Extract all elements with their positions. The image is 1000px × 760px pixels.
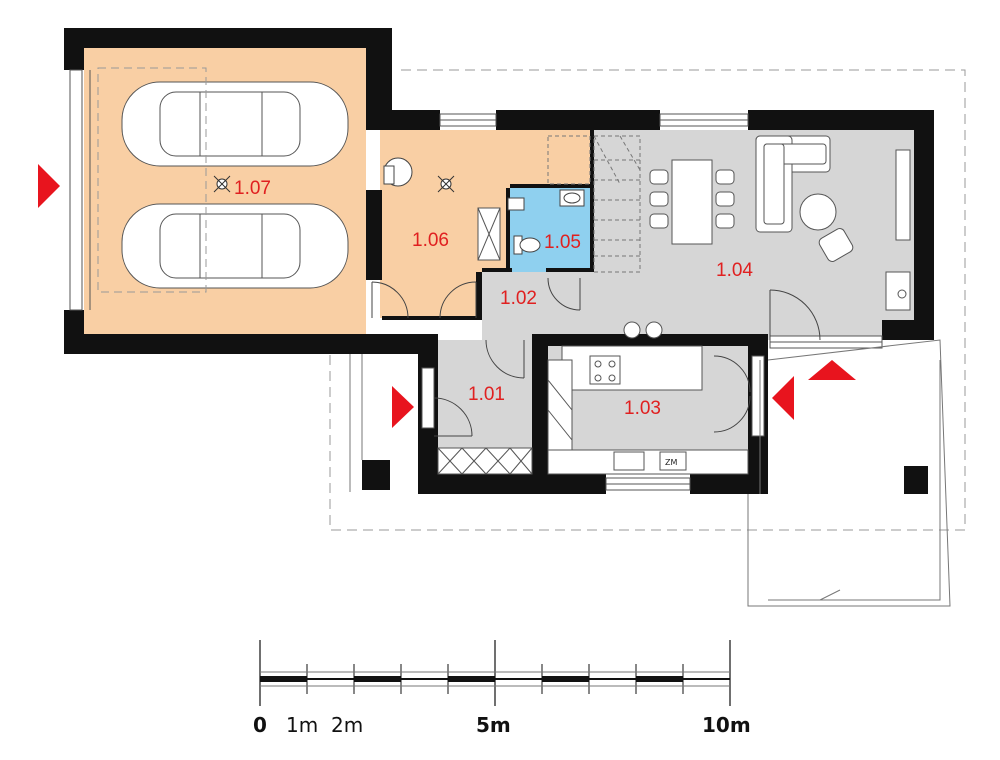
pendant-lights: [623, 321, 663, 339]
hall-floor: [482, 272, 592, 340]
room-label-1-02: 1.02: [500, 288, 537, 309]
room-label-1-04: 1.04: [716, 260, 753, 281]
car-icon: [121, 81, 349, 167]
entrance-arrow-icon: [38, 164, 60, 208]
room-label-1-07: 1.07: [234, 178, 271, 199]
sink-icon: [559, 189, 585, 207]
scale-bar: [259, 640, 731, 706]
scale-label-2m: 2m: [331, 713, 363, 737]
coffee-table: [799, 193, 837, 231]
sofa: [755, 135, 831, 233]
staircase: [547, 135, 641, 273]
wardrobe: [437, 447, 533, 475]
doors: [371, 277, 821, 437]
toilet-icon: [513, 235, 541, 255]
dining-table: [649, 159, 735, 245]
storage-shelf: [477, 207, 501, 261]
entrance-arrow-icon: [392, 386, 414, 428]
room-label-1-01: 1.01: [468, 384, 505, 405]
ceiling-light-icon: [213, 175, 231, 193]
ceiling-light-icon: [437, 175, 455, 193]
car-icon: [121, 203, 349, 289]
scale-label-5m: 5m: [476, 713, 511, 737]
terrace-outline: [349, 339, 951, 607]
vestibule-floor: [438, 340, 532, 450]
room-label-1-06: 1.06: [412, 230, 449, 251]
scale-label-10m: 10m: [702, 713, 751, 737]
kitchen-island: [561, 345, 703, 391]
fireplace: [885, 271, 911, 311]
scale-label-1m: 1m: [286, 713, 318, 737]
washbasin-icon: [507, 197, 525, 211]
room-label-1-05: 1.05: [544, 232, 581, 253]
scale-label-0: 0: [253, 713, 267, 737]
armchair: [818, 228, 854, 262]
kitchen-counter: [547, 359, 749, 475]
living-room-floor: [592, 130, 914, 340]
entrance-arrow-icon: [772, 376, 794, 420]
garage-slab-outline: [97, 67, 207, 293]
washer-label: ZM: [665, 458, 677, 467]
entrance-arrow-icon: [808, 360, 856, 380]
boiler-icon: [383, 157, 413, 187]
room-label-1-03: 1.03: [624, 398, 661, 419]
tv-cabinet: [895, 149, 911, 241]
window-sills: [89, 70, 882, 485]
